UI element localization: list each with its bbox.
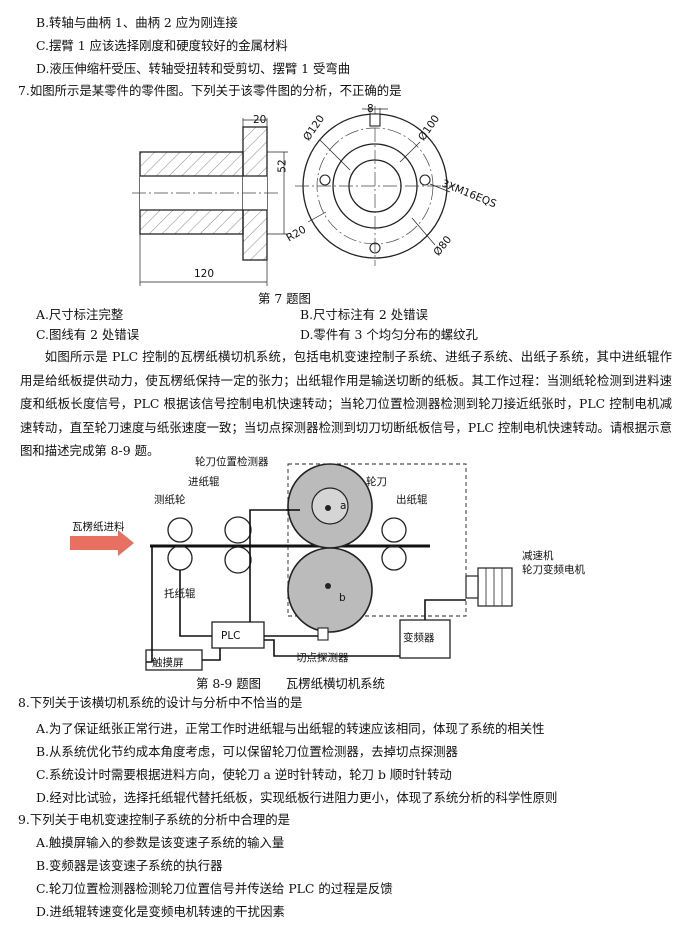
label-plc: PLC xyxy=(221,630,241,642)
q7-option-b: B.尺寸标注有 2 处错误 xyxy=(300,307,428,322)
q7-option-a: A.尺寸标注完整 xyxy=(36,307,124,322)
label-inverter: 变频器 xyxy=(403,632,435,644)
dim-52: 52 xyxy=(276,159,289,173)
prev-option-c: C.摆臂 1 应该选择刚度和硬度较好的金属材料 xyxy=(36,38,288,53)
prev-option-d: D.液压伸缩杆受压、转轴受扭转和受剪切、摆臂 1 受弯曲 xyxy=(36,61,351,76)
q7-part-drawing xyxy=(132,106,455,286)
label-reducer: 减速机 xyxy=(522,550,554,562)
q9-option-a: A.触摸屏输入的参数是该变速子系统的输入量 xyxy=(36,835,285,850)
label-a: a xyxy=(340,500,347,512)
q8-option-d: D.经对比试验，选择托纸辊代替托纸板，实现纸板行进阻力更小，体现了系统分析的科学… xyxy=(36,790,558,805)
q8-option-c: C.系统设计时需要根据进料方向，使轮刀 a 逆时针转动，轮刀 b 顺时针转动 xyxy=(36,767,452,782)
q9-option-c: C.轮刀位置检测器检测轮刀位置信号并传送给 PLC 的过程是反馈 xyxy=(36,881,393,896)
q9-stem: 9.下列关于电机变速控制子系统的分析中合理的是 xyxy=(18,812,291,827)
q7-stem: 7.如图所示是某零件的零件图。下列关于该零件图的分析，不正确的是 xyxy=(18,83,402,98)
label-b: b xyxy=(339,592,346,604)
label-cut-detector: 切点探测器 xyxy=(296,652,349,664)
prev-option-b: B.转轴与曲柄 1、曲柄 2 应为刚连接 xyxy=(36,15,238,30)
dim-20: 20 xyxy=(253,114,267,126)
dim-120: 120 xyxy=(194,268,215,280)
label-out-roller: 出纸辊 xyxy=(396,494,428,506)
fig89-caption: 第 8-9 题图 瓦楞纸横切机系统 xyxy=(196,676,385,691)
label-feed-in: 瓦楞纸进料 xyxy=(72,521,125,533)
q8-option-b: B.从系统优化节约成本角度考虑，可以保留轮刀位置检测器，去掉切点探测器 xyxy=(36,744,458,759)
q7-caption: 第 7 题图 xyxy=(258,291,311,306)
q9-option-d: D.进纸辊转速变化是变频电机转速的干扰因素 xyxy=(36,904,285,919)
dim-8: 8 xyxy=(367,103,374,115)
label-blade: 轮刀 xyxy=(366,476,387,488)
side-view xyxy=(132,118,288,286)
front-view xyxy=(295,106,455,266)
q7-option-d: D.零件有 3 个均匀分布的螺纹孔 xyxy=(300,327,478,342)
q7-option-c: C.图线有 2 处错误 xyxy=(36,327,140,342)
label-measure-wheel: 测纸轮 xyxy=(154,494,186,506)
label-support-roller: 托纸辊 xyxy=(164,588,196,600)
q8-option-a: A.为了保证纸张正常行进，正常工作时进纸辊与出纸辊的转速应该相同，体现了系统的相… xyxy=(36,721,545,736)
q9-option-b: B.变频器是该变速子系统的执行器 xyxy=(36,858,223,873)
passage: 如图所示是 PLC 控制的瓦楞纸横切机系统，包括电机变速控制子系统、进纸子系统、… xyxy=(20,349,672,458)
label-blade-detector: 轮刀位置检测器 xyxy=(195,456,269,468)
label-motor: 轮刀变频电机 xyxy=(522,564,585,576)
label-touch: 触摸屏 xyxy=(152,657,184,669)
label-feed-roller: 进纸辊 xyxy=(188,476,220,488)
q8-stem: 8.下列关于该横切机系统的设计与分析中不恰当的是 xyxy=(18,695,303,710)
cutter-system-diagram xyxy=(70,463,513,671)
